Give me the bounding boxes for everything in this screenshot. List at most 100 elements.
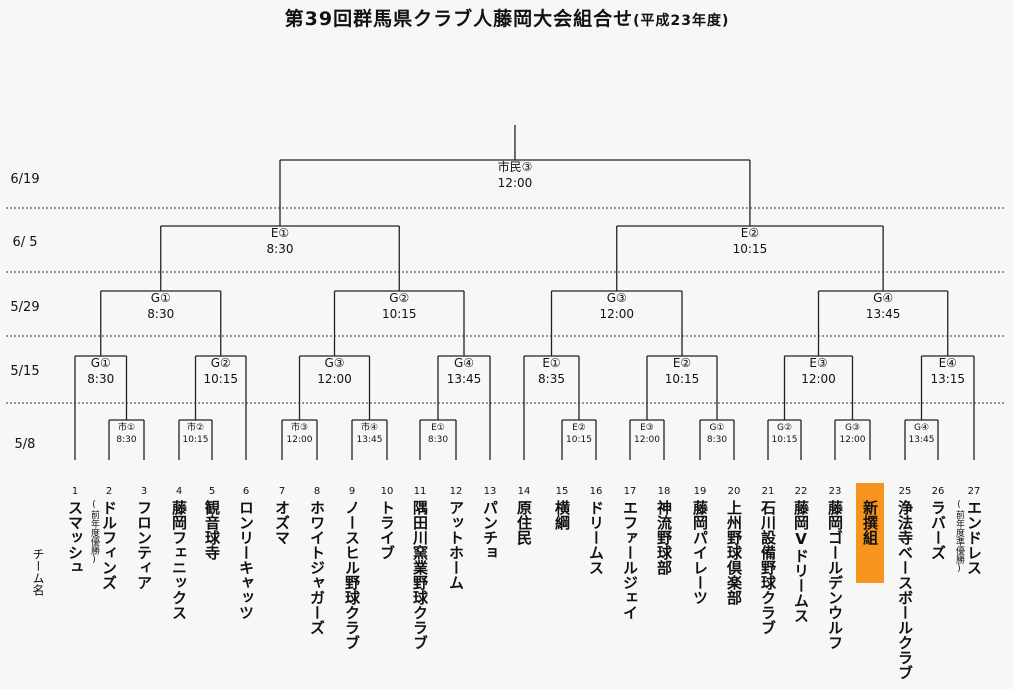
round16-match-time: 8:30	[87, 372, 114, 386]
team-number: 21	[762, 486, 775, 497]
quarter-match-label: G④	[873, 291, 893, 305]
team-number: 2	[106, 486, 112, 497]
team-name: 新撰組	[861, 500, 879, 545]
team-number: 13	[484, 486, 497, 497]
round1-match-label: 市④	[361, 421, 378, 433]
team-number: 16	[590, 486, 603, 497]
team-number: 18	[658, 486, 671, 497]
quarter-match-label: G②	[389, 291, 409, 305]
round1-match-time: 12:00	[840, 435, 866, 445]
round1-match-label: 市①	[118, 421, 135, 433]
team-name: 神流野球部	[655, 500, 673, 575]
round1-match-time: 13:45	[909, 435, 935, 445]
round16-match-time: 13:15	[930, 372, 965, 386]
team-name: ノースヒル野球クラブ	[343, 500, 361, 650]
round1-match-label: E①	[431, 423, 445, 433]
team-name: 石川設備野球クラブ	[759, 500, 777, 635]
team-note: (前年度準優勝)	[954, 500, 964, 574]
team-note: (前年度優勝)	[89, 500, 99, 565]
team-name: 横綱	[553, 500, 571, 530]
team-number: 8	[314, 486, 320, 497]
round1-match-time: 13:45	[357, 435, 383, 445]
round16-match-time: 10:15	[665, 372, 700, 386]
team-name: パンチョ	[481, 500, 499, 560]
team-number: 27	[968, 486, 981, 497]
quarter-match-time: 10:15	[382, 307, 417, 321]
team-number: 15	[556, 486, 569, 497]
round1-match-label: G④	[914, 423, 929, 433]
team-number: 22	[795, 486, 808, 497]
team-name: フロンティア	[135, 500, 153, 590]
round1-match-label: E③	[640, 423, 654, 433]
team-name: ホワイトジャガーズ	[308, 500, 326, 635]
team-number: 19	[694, 486, 707, 497]
round16-match-label: E④	[939, 356, 957, 370]
team-name: 隅田川窯業野球クラブ	[411, 500, 429, 650]
round1-match-label: 市②	[187, 421, 204, 433]
team-name: エンドレス	[965, 500, 983, 575]
round1-match-time: 10:15	[183, 435, 209, 445]
row-label: チーム名	[31, 548, 45, 596]
team-number: 4	[176, 486, 182, 497]
team-name: ドルフィンズ	[100, 500, 118, 590]
final-match-label: 市民③	[498, 159, 533, 174]
quarter-match-time: 8:30	[147, 307, 174, 321]
round16-match-label: G④	[454, 356, 474, 370]
round16-match-time: 8:35	[538, 372, 565, 386]
round-date: 5/8	[15, 437, 36, 452]
round16-match-label: G③	[324, 356, 344, 370]
team-number: 17	[624, 486, 637, 497]
team-number: 25	[899, 486, 912, 497]
team-number: 11	[414, 486, 427, 497]
team-name: トライブ	[378, 500, 396, 560]
team-name: スマッシュ	[66, 500, 84, 575]
team-name: ドリームス	[587, 500, 605, 575]
round1-match-time: 8:30	[428, 435, 448, 445]
round1-match-label: G①	[709, 423, 724, 433]
round16-match-label: E①	[542, 356, 560, 370]
team-number: 26	[932, 486, 945, 497]
round1-match-label: E②	[572, 423, 586, 433]
team-number: 20	[728, 486, 741, 497]
round1-match-time: 8:30	[116, 435, 136, 445]
team-name: 藤岡ゴールデンウルフ	[826, 500, 844, 650]
team-name: 浄法寺ベースボールクラブ	[896, 500, 914, 680]
round-date: 5/29	[10, 300, 39, 315]
final-match-time: 12:00	[498, 176, 533, 190]
round16-match-time: 12:00	[801, 372, 836, 386]
team-number: 1	[72, 486, 78, 497]
team-number: 5	[209, 486, 215, 497]
team-name: 藤岡フェニックス	[170, 500, 188, 620]
round1-match-label: G②	[777, 423, 792, 433]
team-name: アットホーム	[447, 500, 465, 590]
round1-match-label: 市③	[291, 421, 308, 433]
team-number: 7	[279, 486, 285, 497]
semi-match-time: 10:15	[733, 242, 768, 256]
semi-match-time: 8:30	[267, 242, 294, 256]
round16-match-time: 10:15	[203, 372, 238, 386]
team-number: 3	[141, 486, 147, 497]
team-name: 藤岡Vドリームス	[792, 500, 810, 623]
round1-match-label: G③	[845, 423, 860, 433]
team-number: 9	[349, 486, 355, 497]
round1-match-time: 10:15	[566, 435, 592, 445]
round1-match-time: 12:00	[634, 435, 660, 445]
team-number: 6	[243, 486, 249, 497]
team-name: 藤岡パイレーツ	[691, 500, 709, 605]
team-name: オズマ	[273, 500, 291, 545]
round-date: 5/15	[10, 364, 39, 379]
round16-match-label: G①	[91, 356, 111, 370]
semi-match-label: E②	[741, 226, 759, 240]
round16-match-label: E③	[809, 356, 827, 370]
round-date: 6/ 5	[12, 235, 37, 250]
team-number: 10	[381, 486, 394, 497]
round16-match-label: E②	[673, 356, 691, 370]
team-number: 12	[450, 486, 463, 497]
round-date: 6/19	[10, 172, 39, 187]
team-highlight	[856, 483, 884, 583]
team-number: 14	[518, 486, 531, 497]
round16-match-time: 13:45	[447, 372, 482, 386]
team-name: 原住民	[515, 500, 533, 545]
team-name: ラバーズ	[929, 500, 947, 560]
